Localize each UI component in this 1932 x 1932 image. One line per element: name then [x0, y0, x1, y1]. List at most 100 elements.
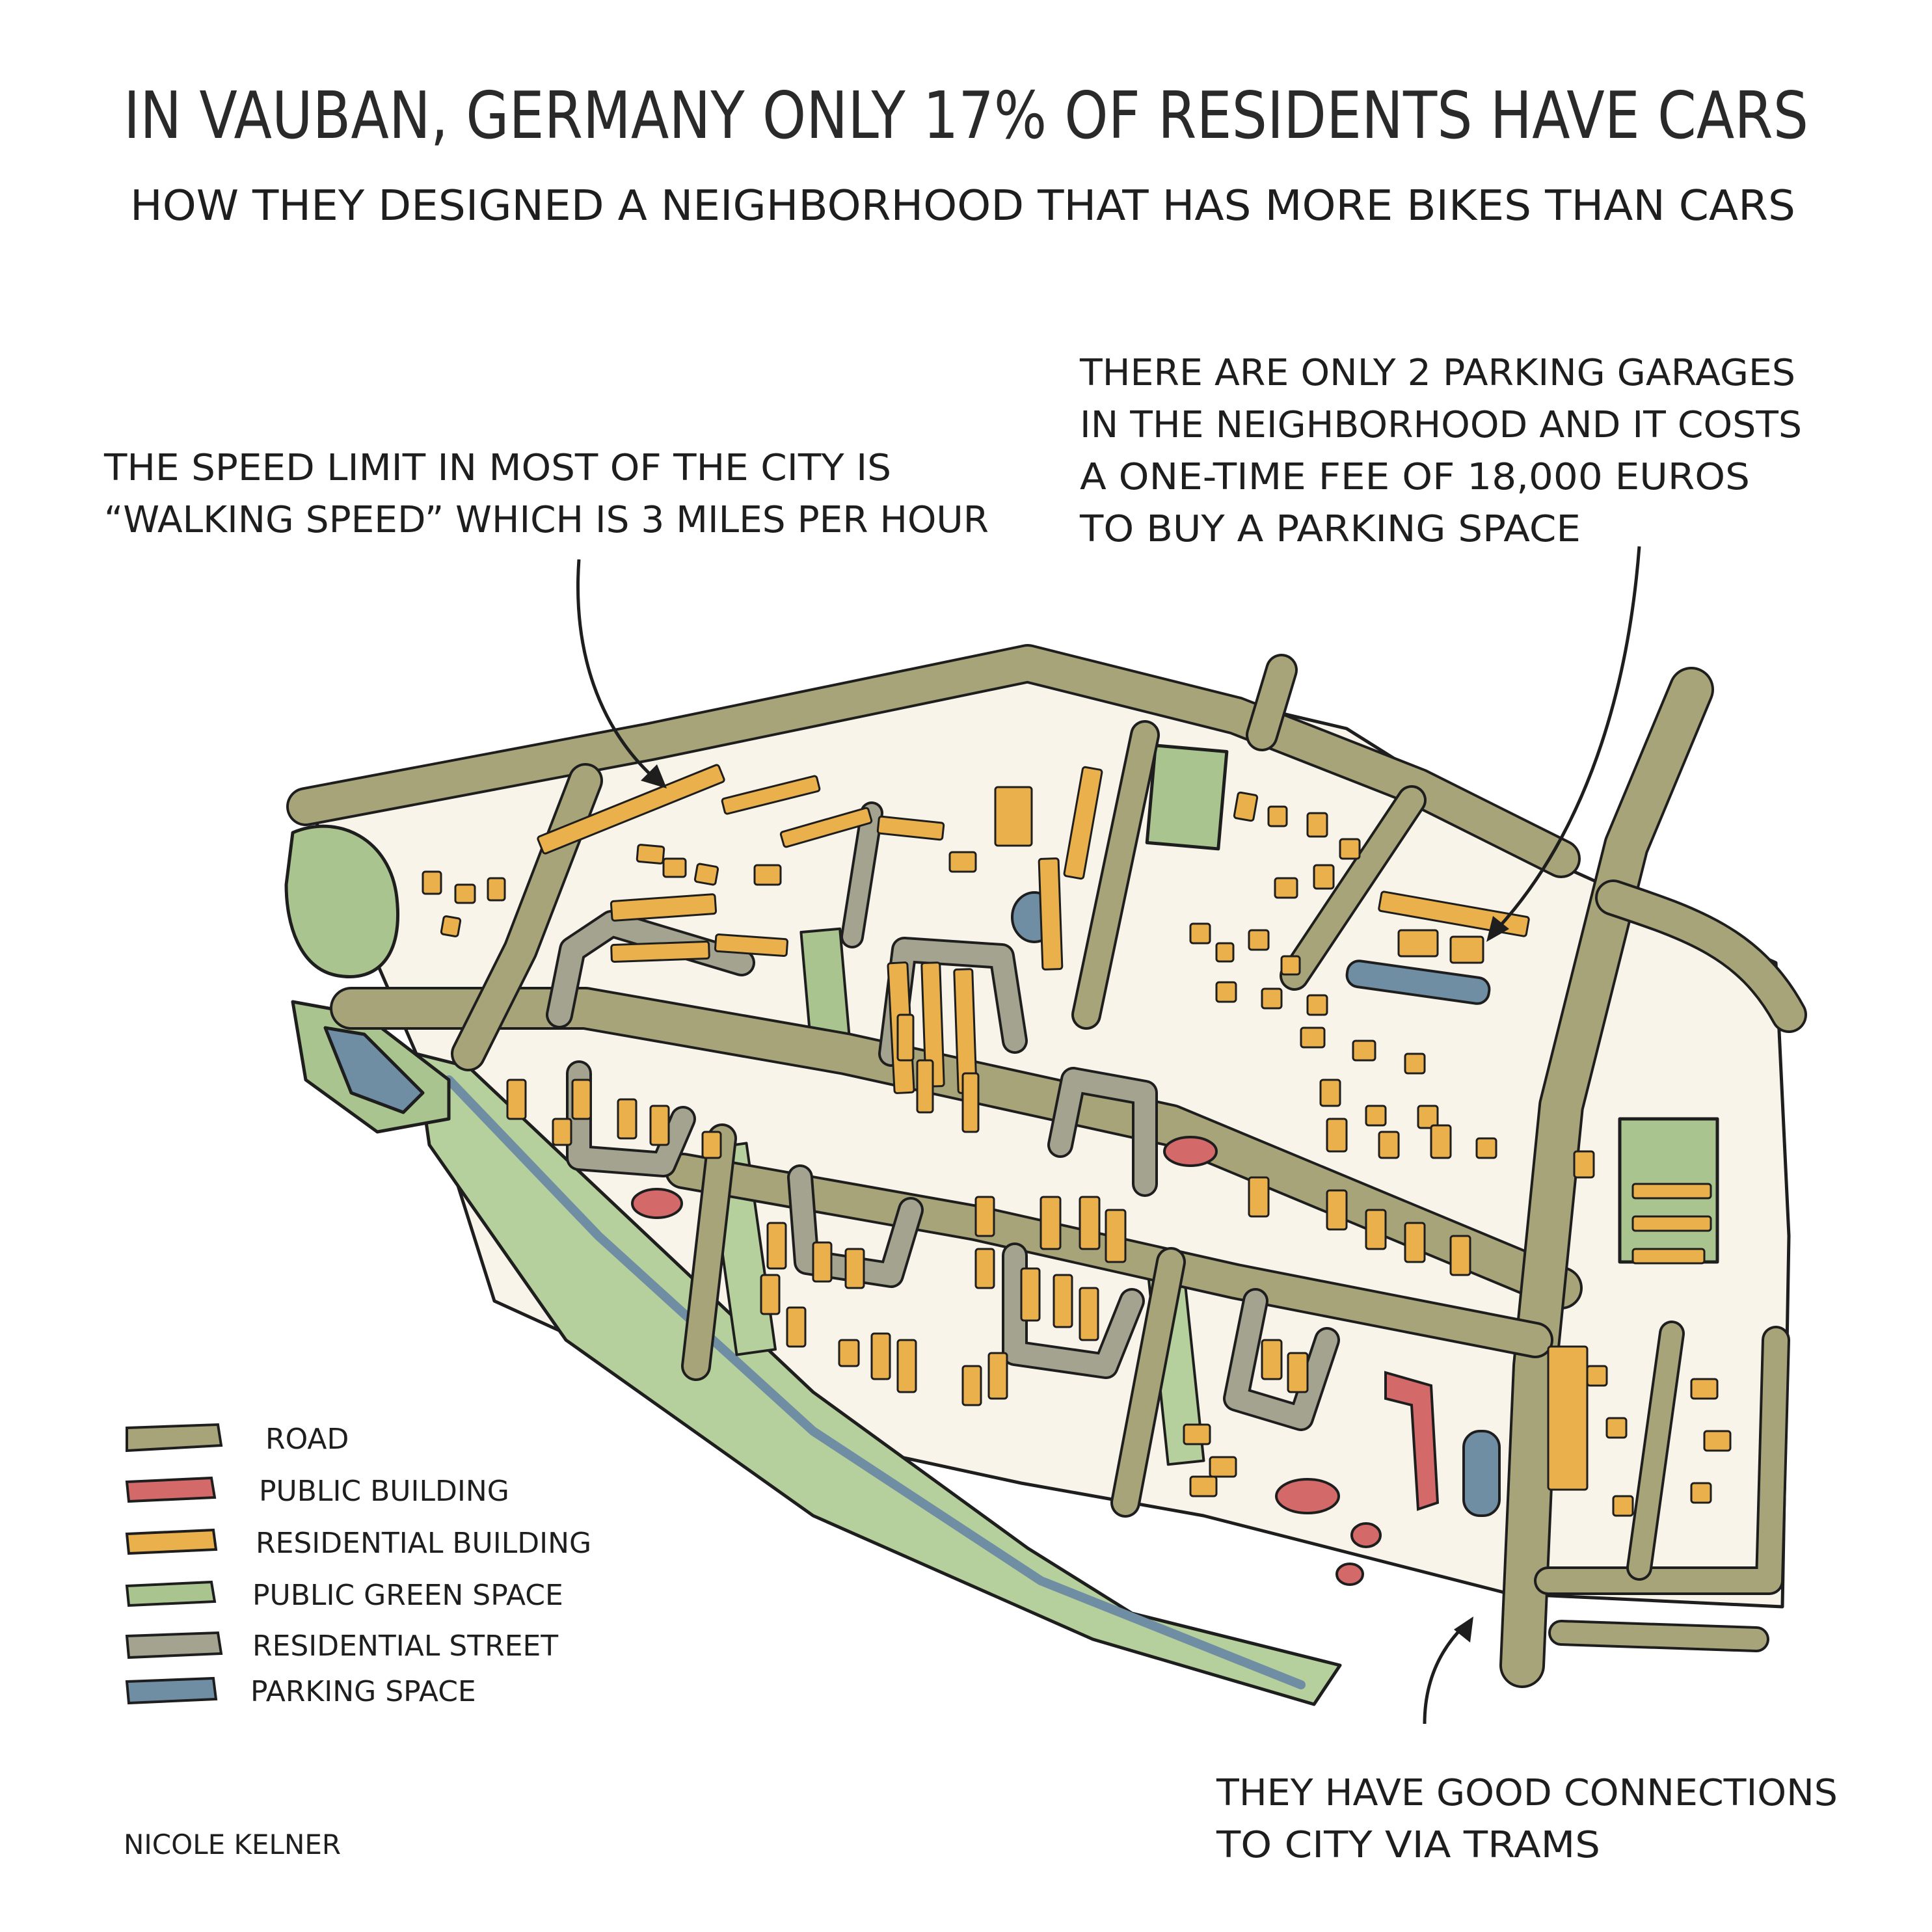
residential-building	[1703, 1430, 1732, 1452]
legend-label-public-green-space: PUBLIC GREEN SPACE	[252, 1579, 563, 1612]
road-cross-1-fill	[1074, 723, 1157, 1027]
residential-building	[961, 1072, 980, 1133]
residential-building	[1079, 1196, 1101, 1250]
residential-building	[1079, 1287, 1099, 1341]
annotation-speed-line-2: “WALKING SPEED” WHICH IS 3 MILES PER HOU…	[104, 499, 989, 541]
residential-building	[786, 1306, 807, 1348]
residential-building	[1280, 955, 1301, 976]
residential-building	[1365, 1209, 1387, 1250]
residential-building	[721, 775, 821, 815]
residential-building	[1248, 1176, 1270, 1218]
parking-south	[1462, 1430, 1501, 1517]
annotation-parking-line-1: THERE ARE ONLY 2 PARKING GARAGES	[1079, 352, 1795, 394]
residential-building	[812, 1241, 833, 1283]
residential-building	[454, 883, 476, 904]
public-building-1	[1163, 1136, 1218, 1167]
residential-building	[1267, 805, 1288, 827]
residential-building	[1605, 1417, 1628, 1439]
residential-buildings	[422, 764, 1732, 1517]
residential-building	[1287, 1352, 1309, 1393]
residential-building	[537, 764, 725, 855]
arrowhead-trams	[1454, 1617, 1473, 1643]
residential-building	[1378, 1131, 1400, 1159]
residential-building	[610, 941, 710, 963]
residential-building	[1326, 1118, 1348, 1153]
residential-building	[1313, 864, 1335, 890]
road-cross-3-fill	[684, 1126, 734, 1378]
residential-building	[1063, 766, 1103, 880]
residential-building	[1040, 1196, 1062, 1250]
residential-building	[1319, 1079, 1341, 1107]
residential-street-8-fill	[843, 804, 881, 946]
residential-building	[1105, 1209, 1127, 1263]
residential-building	[1612, 1495, 1634, 1517]
residential-building	[1261, 1339, 1283, 1380]
residential-building	[974, 1196, 995, 1237]
legend-swatch-residential-street	[125, 1631, 223, 1659]
residential-building	[1573, 1150, 1595, 1179]
residential-building	[961, 1365, 982, 1406]
road-north-fill	[289, 647, 1578, 876]
residential-building	[1547, 1345, 1589, 1491]
arrow-speed-limit	[576, 559, 658, 782]
residential-building	[920, 961, 945, 1088]
residential-building	[701, 1131, 722, 1159]
residential-building	[1397, 929, 1439, 958]
annotation-speed-line-1: THE SPEED LIMIT IN MOST OF THE CITY IS	[103, 447, 891, 489]
residential-building	[636, 844, 665, 865]
residential-building	[552, 1118, 572, 1146]
residential-building	[1053, 1274, 1073, 1328]
residential-building	[422, 870, 442, 895]
residential-building	[1404, 1222, 1426, 1263]
parking-garage-east	[1345, 959, 1491, 1005]
legend-item-public-green-space: PUBLIC GREEN SPACE	[125, 1579, 563, 1612]
legend-item-residential-street: RESIDENTIAL STREET	[125, 1630, 558, 1663]
residential-building	[1417, 1105, 1439, 1129]
residential-building	[1306, 812, 1328, 838]
arrow-trams	[1423, 1625, 1465, 1724]
annotation-parking-line-2: IN THE NEIGHBORHOOD AND IT COSTS	[1080, 404, 1802, 446]
residential-building	[1339, 838, 1361, 860]
residential-building	[1430, 1124, 1452, 1159]
residential-building	[779, 807, 873, 848]
residential-building	[1038, 857, 1064, 971]
green-space-north	[1145, 744, 1229, 851]
residential-building	[1300, 1026, 1326, 1049]
residential-building	[974, 1248, 995, 1289]
legend-item-parking-space: PARKING SPACE	[125, 1675, 476, 1708]
legend: ROAD PUBLIC BUILDING RESIDENTIAL BUILDIN…	[125, 1423, 591, 1708]
page-title: IN VAUBAN, GERMANY ONLY 17% OF RESIDENTS…	[124, 77, 1808, 154]
residential-building	[1449, 1235, 1471, 1276]
legend-swatch-residential-building	[125, 1528, 218, 1555]
residential-building	[617, 1098, 637, 1140]
residential-building	[571, 1079, 592, 1120]
road-east-curve-fill	[1598, 882, 1805, 1030]
residential-building	[1631, 1215, 1712, 1232]
annotation-parking: THERE ARE ONLY 2 PARKING GARAGES IN THE …	[1079, 352, 1802, 942]
residential-building	[649, 1105, 670, 1146]
legend-swatch-public-green-space	[125, 1580, 217, 1607]
legend-label-residential-street: RESIDENTIAL STREET	[252, 1630, 558, 1663]
residential-building	[487, 877, 506, 902]
residential-street-7-fill	[1226, 1291, 1337, 1429]
residential-building	[1475, 1137, 1497, 1159]
page-subtitle: HOW THEY DESIGNED A NEIGHBORHOOD THAT HA…	[130, 182, 1795, 230]
residential-building	[1233, 791, 1259, 822]
residential-building	[610, 893, 718, 922]
residential-building	[1248, 929, 1270, 951]
residential-building	[1404, 1053, 1426, 1075]
annotation-trams: THEY HAVE GOOD CONNECTIONS TO CITY VIA T…	[1216, 1617, 1838, 1866]
annotation-parking-line-3: A ONE-TIME FEE OF 18,000 EUROS	[1080, 456, 1750, 498]
artist-credit: NICOLE KELNER	[124, 1829, 341, 1860]
legend-item-residential-building: RESIDENTIAL BUILDING	[125, 1527, 591, 1560]
residential-building	[1183, 1423, 1211, 1445]
road-se-3-fill	[1551, 1622, 1767, 1650]
public-building-6	[1335, 1563, 1364, 1586]
residential-building	[760, 1274, 781, 1315]
residential-building	[896, 1013, 915, 1062]
residential-building	[844, 1248, 865, 1289]
legend-label-residential-building: RESIDENTIAL BUILDING	[256, 1527, 591, 1560]
residential-building	[662, 857, 687, 878]
road-se-2-fill	[1629, 1323, 1682, 1578]
residential-building	[440, 915, 462, 937]
